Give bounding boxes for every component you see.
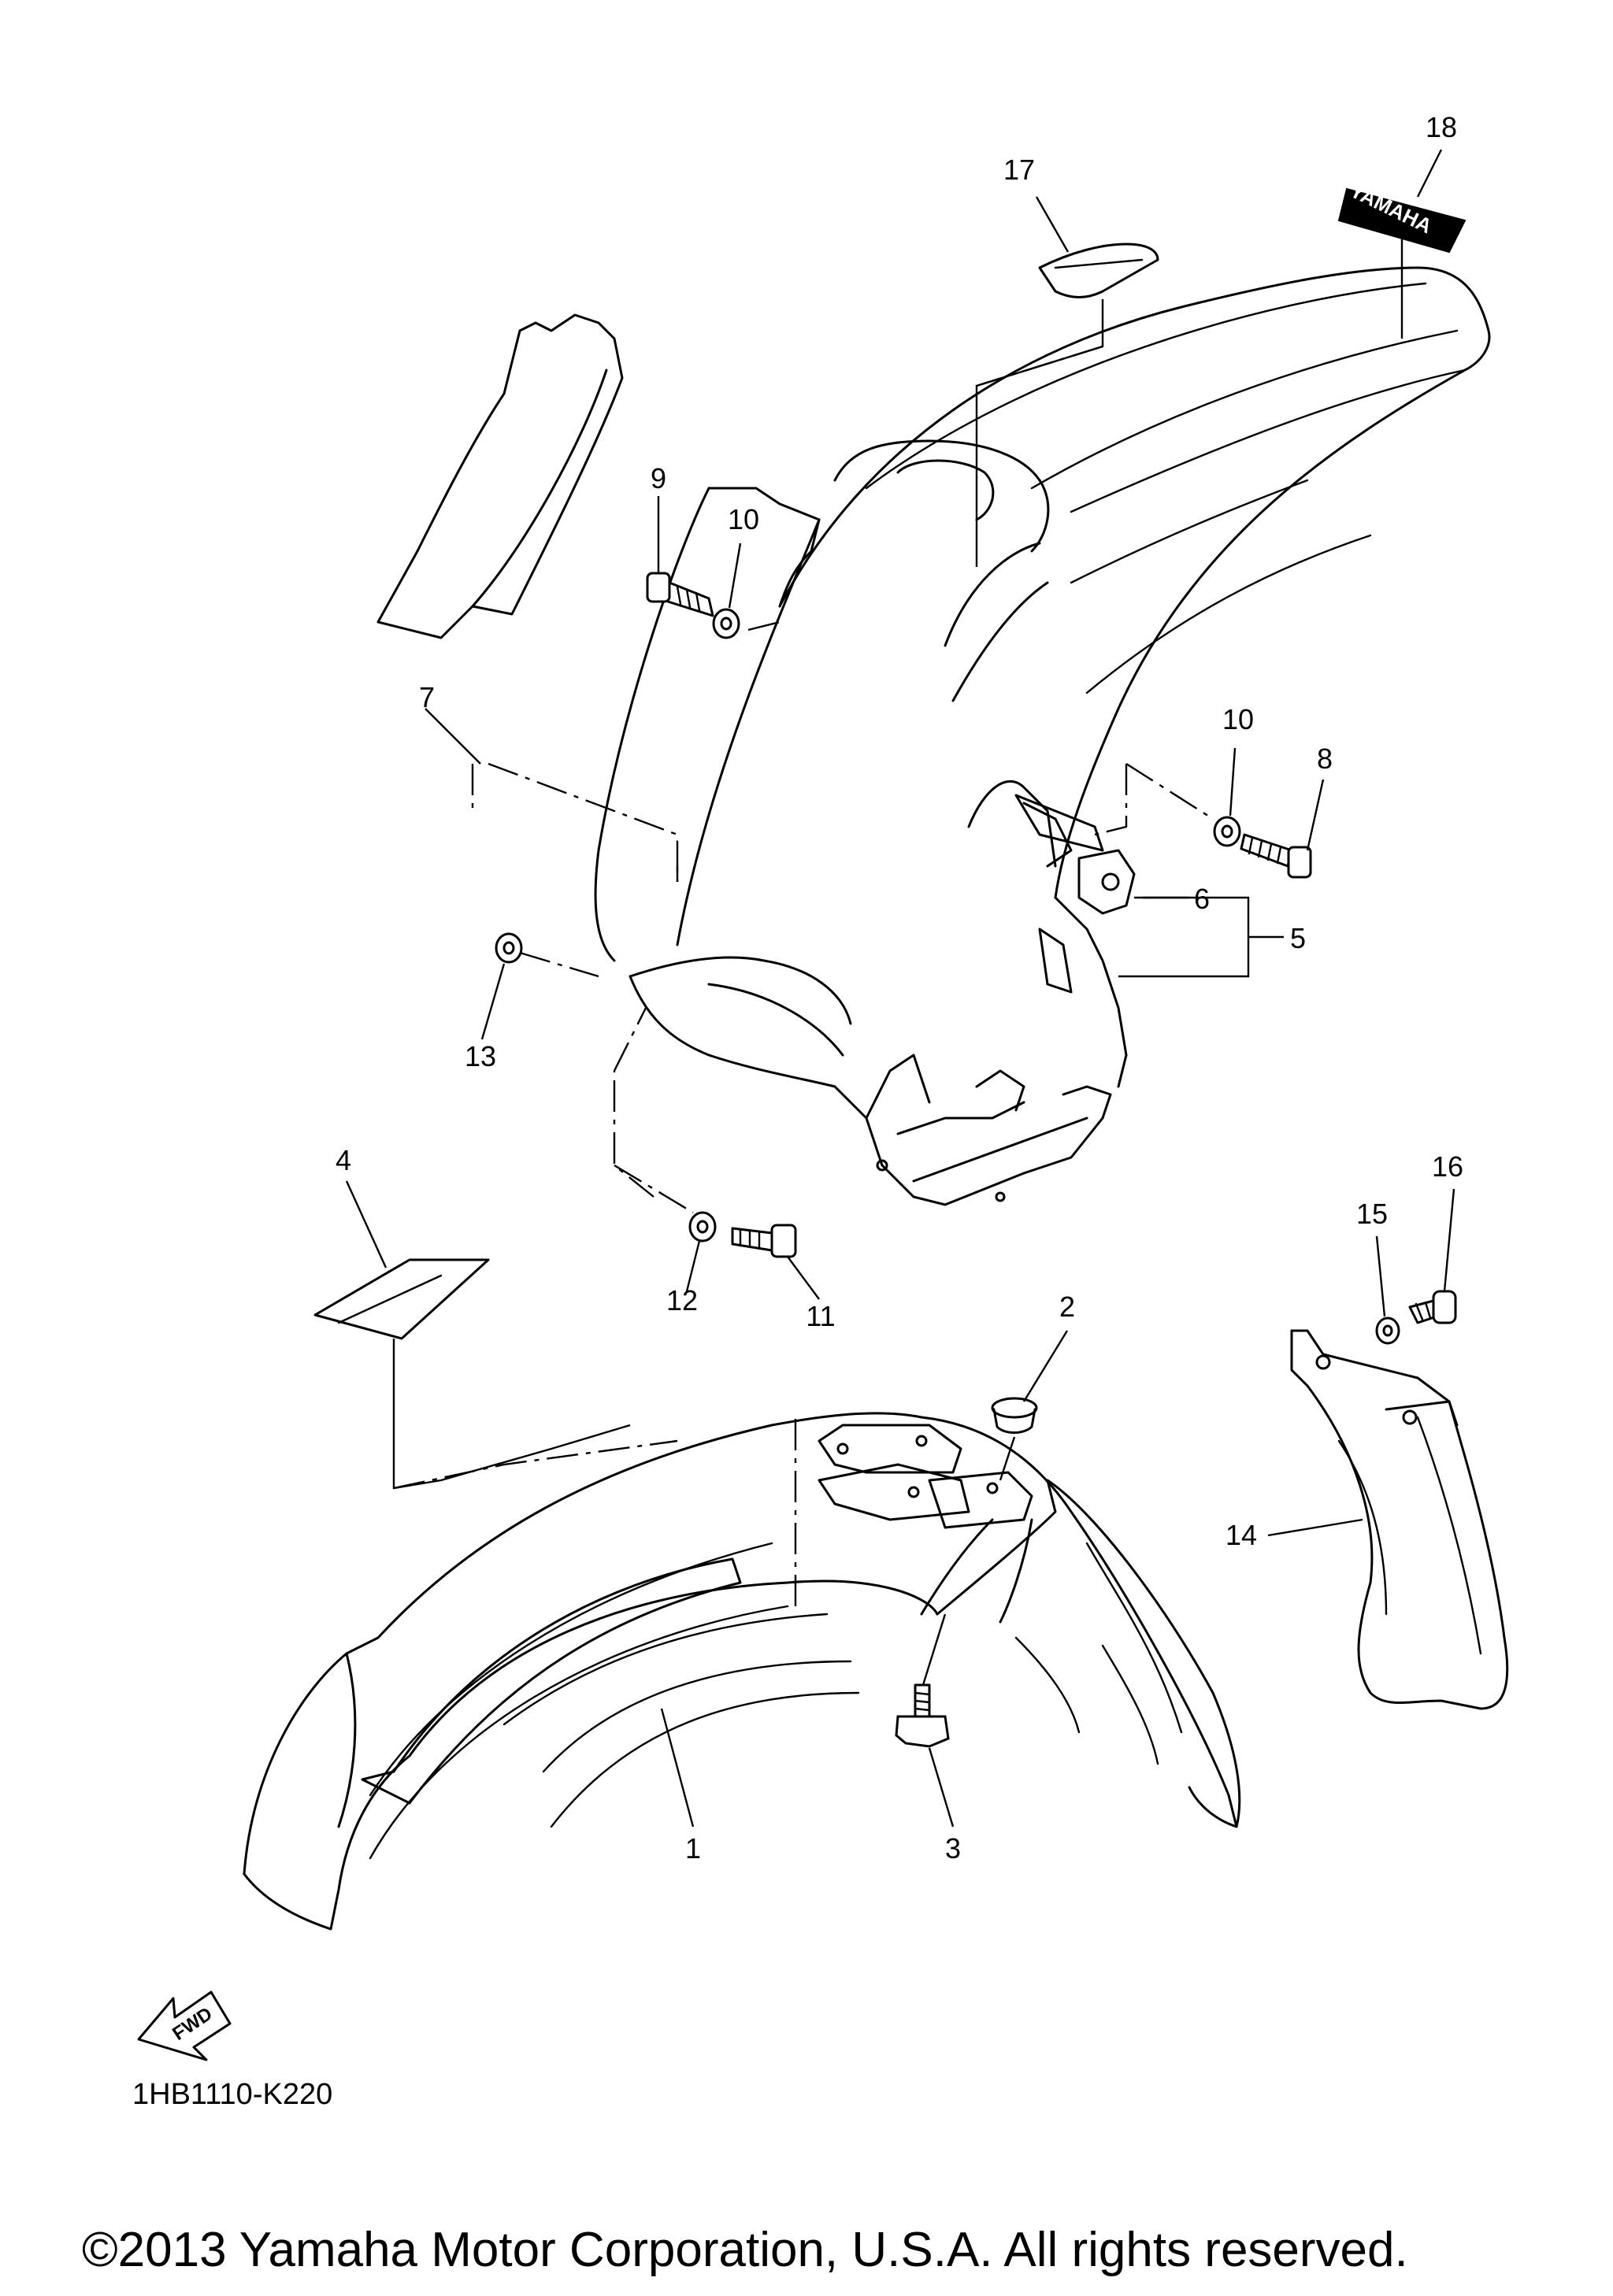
callout-1: 1 — [685, 1832, 701, 1865]
callout-labels: 1 2 3 4 5 6 7 8 9 10 10 11 12 13 14 15 1… — [336, 111, 1463, 1865]
leader-lines — [345, 149, 1455, 1828]
callout-9: 9 — [651, 462, 666, 494]
washer-13 — [495, 932, 523, 964]
emblem-17 — [1038, 243, 1159, 298]
fork-guard-14 — [1290, 1329, 1509, 1710]
screw-16 — [1408, 1290, 1457, 1324]
callout-13: 13 — [465, 1040, 496, 1072]
grommet-2 — [991, 1397, 1038, 1434]
callout-12: 12 — [666, 1284, 698, 1316]
callout-10-upper: 10 — [728, 503, 759, 535]
bolt-3 — [895, 1683, 950, 1748]
callout-17: 17 — [1003, 154, 1035, 186]
bolt-9 — [646, 572, 714, 617]
front-fender — [243, 1412, 1241, 1931]
washer-10-upper — [712, 608, 740, 639]
fwd-arrow-icon: FWD — [137, 1990, 232, 2061]
bolt-8 — [1240, 833, 1312, 879]
callout-6: 6 — [1194, 883, 1210, 915]
fwd-label: FWD — [169, 2003, 216, 2045]
copyright-notice: ©2013 Yamaha Motor Corporation, U.S.A. A… — [82, 2223, 1408, 2277]
bolt-11 — [731, 1224, 797, 1258]
callout-18: 18 — [1426, 111, 1457, 143]
callout-4: 4 — [336, 1144, 351, 1176]
callout-11: 11 — [806, 1300, 835, 1332]
callout-2: 2 — [1059, 1291, 1075, 1323]
rear-fender — [594, 266, 1491, 1206]
decal-4 — [313, 1258, 490, 1340]
callout-7: 7 — [419, 681, 435, 713]
collar-6 — [1077, 849, 1136, 915]
callout-5: 5 — [1290, 922, 1306, 954]
washer-12 — [688, 1211, 717, 1242]
washer-15 — [1375, 1316, 1400, 1345]
side-cover-7 — [376, 313, 624, 639]
callout-15: 15 — [1356, 1198, 1388, 1230]
callout-14: 14 — [1226, 1519, 1257, 1551]
washer-10-right — [1213, 816, 1241, 847]
callout-8: 8 — [1317, 742, 1333, 775]
callout-3: 3 — [945, 1832, 961, 1865]
callout-16: 16 — [1432, 1150, 1463, 1183]
callout-10-right: 10 — [1222, 703, 1254, 735]
diagram-code: 1HB1110-K220 — [132, 2078, 332, 2111]
